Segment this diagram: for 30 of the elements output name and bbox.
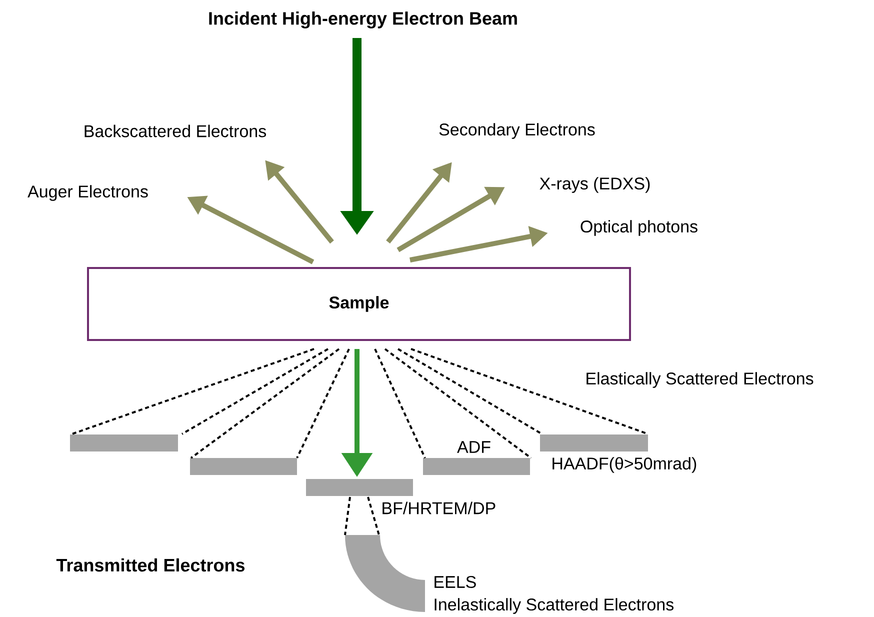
detector-bar	[540, 434, 648, 452]
dashed-line	[410, 348, 648, 435]
detector-label: Inelastically Scattered Electrons	[434, 598, 674, 614]
dashed-line	[367, 496, 380, 536]
dashed-line	[398, 348, 543, 435]
detector-label: BF/HRTEM/DP	[382, 502, 496, 514]
emission-label: X-rays (EDXS)	[540, 177, 650, 193]
dashed-line	[296, 348, 350, 458]
dashed-line	[384, 348, 532, 459]
detector-label: ADF	[457, 441, 490, 453]
emission-label: Secondary Electrons	[439, 123, 595, 139]
curved-detector	[345, 535, 425, 612]
detector-label: HAADF(θ>50mrad)	[552, 457, 696, 473]
dashed-line	[72, 348, 314, 435]
emission-label: Auger Electrons	[28, 185, 148, 201]
dashed-line	[190, 348, 340, 459]
emission-label: Optical photons	[580, 220, 698, 236]
detector-bar	[190, 458, 297, 475]
detector-bar	[306, 479, 413, 496]
dashed-line	[344, 496, 351, 536]
detector-bar	[423, 458, 530, 475]
dashed-line	[182, 348, 328, 435]
sample-box: Sample	[87, 267, 631, 341]
label: Transmitted Electrons	[56, 558, 244, 572]
emission-label: Backscattered Electrons	[84, 124, 266, 138]
heading: Incident High-energy Electron Beam	[209, 12, 517, 28]
detector-bar	[70, 434, 178, 452]
label: Elastically Scattered Electrons	[586, 372, 814, 388]
detector-label: EELS	[434, 576, 476, 588]
dashed-line	[374, 348, 426, 458]
